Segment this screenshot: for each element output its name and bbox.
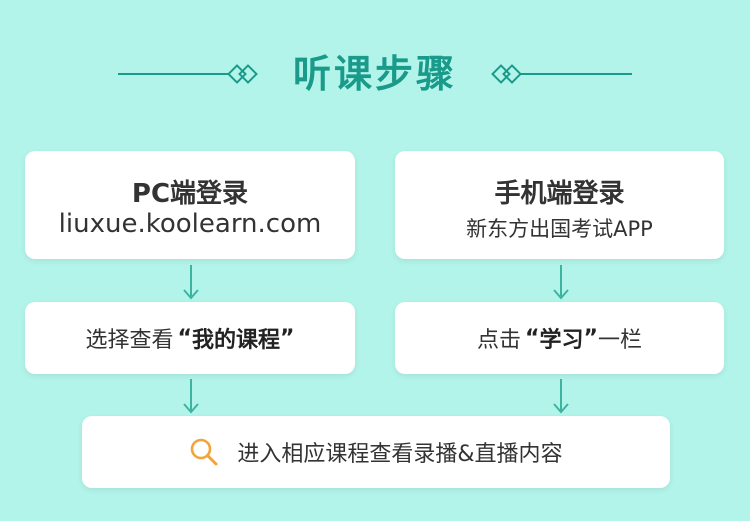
final-step-row: 进入相应课程查看录播&直播内容 [82,416,670,488]
mobile-login-card[interactable]: 手机端登录 新东方出国考试APP [395,151,724,259]
step-text-prefix: 选择查看 [85,328,174,353]
mobile-login-app: 新东方出国考试APP [466,217,653,241]
arrow-down-icon [553,265,569,300]
step-study-tab-card[interactable]: 点击 “ 学习 ” 一栏 [395,302,724,374]
pc-login-card[interactable]: PC端登录 liuxue.koolearn.com [25,151,355,259]
step-my-courses-card[interactable]: 选择查看 “ 我的课程 ” [25,302,355,374]
title-row: 听课步骤 [0,48,750,100]
step-my-courses-text: 选择查看 “ 我的课程 ” [25,302,355,374]
step-emphasis: 我的课程 [192,328,281,353]
arrow-down-icon [183,265,199,300]
final-step-label: 进入相应课程查看录播&直播内容 [237,442,563,467]
step-text-suffix: 一栏 [597,328,642,353]
quote-close: ” [583,325,598,351]
quote-close: ” [280,325,295,351]
mobile-login-heading: 手机端登录 [494,179,625,209]
arrow-down-icon [553,379,569,414]
step-study-tab-text: 点击 “ 学习 ” 一栏 [395,302,724,374]
pc-login-heading: PC端登录 [131,179,249,209]
quote-open: “ [525,325,540,351]
step-emphasis: 学习 [539,328,584,353]
quote-open: “ [177,325,192,351]
page-title: 听课步骤 [292,52,457,96]
search-icon [191,438,218,466]
arrow-down-icon [183,379,199,414]
final-step-card[interactable]: 进入相应课程查看录播&直播内容 [82,416,670,488]
title-divider-right [491,64,632,84]
pc-login-url[interactable]: liuxue.koolearn.com [58,209,322,239]
step-text-prefix: 点击 [477,328,522,353]
title-divider-left [118,64,258,84]
